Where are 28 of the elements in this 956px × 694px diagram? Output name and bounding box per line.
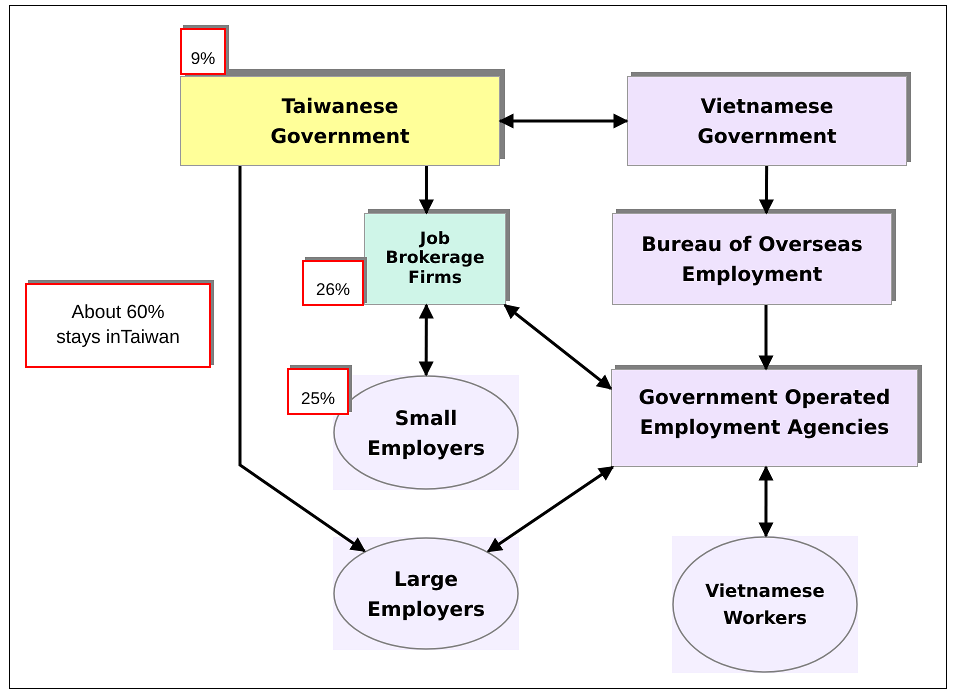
node-label: Government Operated Employment Agencies [638,384,892,441]
arrow [758,466,774,538]
node-label: 26% [314,278,352,300]
arrow [418,166,434,214]
node-label: Vietnamese Government [696,93,838,150]
node-label: Large Employers [366,566,486,622]
arrow [486,466,614,553]
percent-box [180,28,226,75]
arrow [758,305,774,370]
percent-box [302,260,364,306]
node-label: 25% [300,388,336,410]
node-label: Taiwanese Government [269,93,411,150]
node-label: Small Employers [366,404,486,462]
node-label: About 60% stays inTaiwan [55,300,181,350]
node-label: Vietnamese Workers [704,580,826,630]
arrow [758,166,774,214]
note-box [25,283,211,368]
arrow [498,114,628,128]
arrow [504,304,612,390]
node-label: Bureau of Overseas Employment [640,231,864,288]
ellipse-node [333,375,519,490]
arrow [238,166,366,552]
arrow [418,304,434,376]
node-label: Job Brokerage Firms [384,230,486,288]
ellipse-node [672,536,858,673]
node-label: 9% [190,48,216,70]
percent-box [287,368,349,415]
ellipse-node [333,537,519,650]
